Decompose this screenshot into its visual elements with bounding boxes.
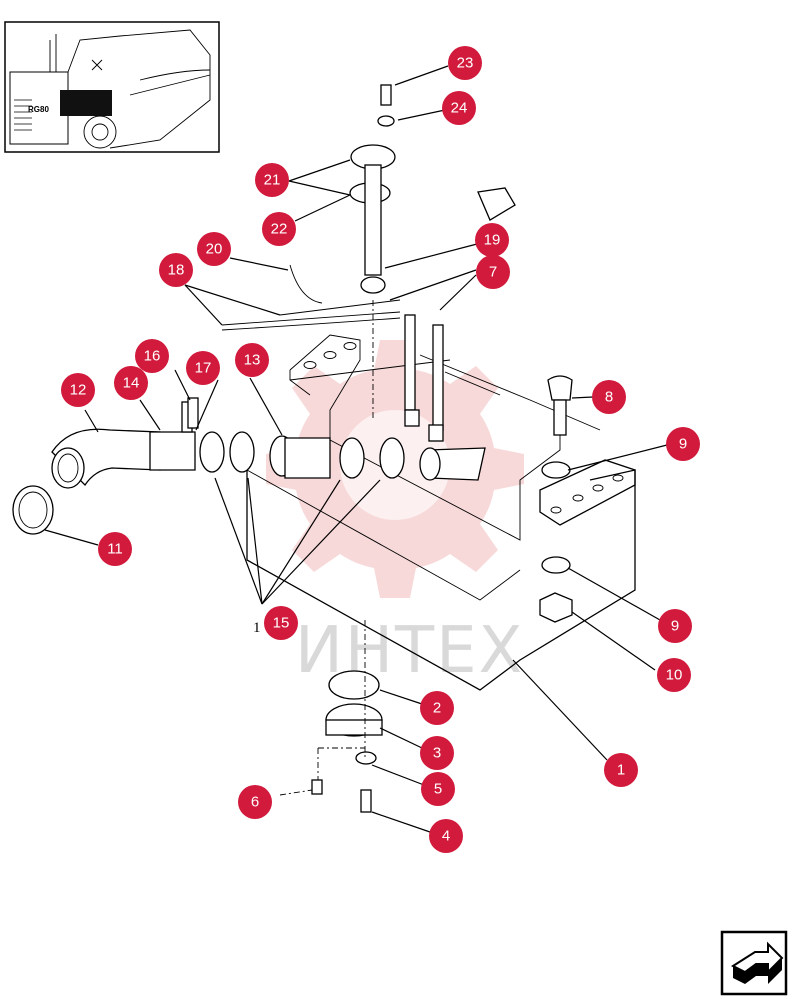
leader-lines [44, 65, 668, 833]
next-page-arrow-icon [730, 941, 784, 984]
callout-7[interactable]: 7 [476, 255, 510, 289]
svg-text:13: 13 [244, 352, 261, 369]
svg-text:23: 23 [457, 55, 474, 72]
svg-text:3: 3 [433, 745, 441, 762]
next-page-button[interactable] [720, 930, 788, 996]
svg-text:9: 9 [671, 618, 679, 635]
callout-15[interactable]: 15 [264, 606, 298, 640]
callout-21[interactable]: 21 [255, 163, 289, 197]
fuel-tank-body [246, 334, 636, 691]
svg-text:10: 10 [666, 667, 683, 684]
svg-text:12: 12 [70, 382, 87, 399]
svg-text:11: 11 [107, 541, 123, 558]
callout-23[interactable]: 23 [448, 46, 482, 80]
svg-text:22: 22 [271, 221, 288, 238]
callout-4[interactable]: 4 [429, 819, 463, 853]
side-label: 1 [253, 620, 261, 636]
svg-text:9: 9 [679, 436, 687, 453]
callout-10[interactable]: 10 [657, 658, 691, 692]
svg-text:20: 20 [206, 241, 223, 258]
svg-text:8: 8 [605, 389, 613, 406]
callout-16[interactable]: 16 [135, 339, 169, 373]
hose-fittings [12, 84, 573, 813]
svg-text:19: 19 [484, 232, 501, 249]
callout-9-top[interactable]: 9 [666, 427, 700, 461]
watermark-text: ИНТЕХ [295, 614, 524, 688]
callout-2[interactable]: 2 [420, 691, 454, 725]
svg-text:17: 17 [195, 360, 212, 377]
callout-6[interactable]: 6 [238, 785, 272, 819]
callout-3[interactable]: 3 [420, 736, 454, 770]
svg-text:24: 24 [451, 100, 468, 117]
callout-11[interactable]: 11 [98, 532, 132, 566]
callout-8[interactable]: 8 [592, 380, 626, 414]
svg-text:4: 4 [442, 828, 450, 845]
svg-text:7: 7 [489, 264, 497, 281]
svg-text:15: 15 [273, 615, 290, 632]
thumbnail-model-badge: RG80 [28, 105, 49, 114]
callout-19[interactable]: 19 [475, 223, 509, 257]
svg-text:6: 6 [251, 794, 259, 811]
svg-text:2: 2 [433, 700, 441, 717]
callout-24[interactable]: 24 [442, 91, 476, 125]
machine-thumbnail: RG80 [4, 21, 220, 153]
callout-17[interactable]: 17 [186, 351, 220, 385]
svg-text:21: 21 [264, 172, 281, 189]
svg-text:14: 14 [123, 375, 140, 392]
callout-22[interactable]: 22 [262, 212, 296, 246]
callout-18[interactable]: 18 [159, 253, 193, 287]
callout-14[interactable]: 14 [114, 366, 148, 400]
callout-9-bottom[interactable]: 9 [658, 609, 692, 643]
callout-5[interactable]: 5 [421, 772, 455, 806]
svg-text:18: 18 [168, 262, 185, 279]
svg-text:16: 16 [144, 348, 161, 365]
callout-20[interactable]: 20 [197, 232, 231, 266]
svg-text:1: 1 [617, 762, 625, 779]
callout-13[interactable]: 13 [235, 343, 269, 377]
svg-text:5: 5 [434, 781, 442, 798]
callout-1[interactable]: 1 [604, 753, 638, 787]
callout-12[interactable]: 12 [61, 373, 95, 407]
